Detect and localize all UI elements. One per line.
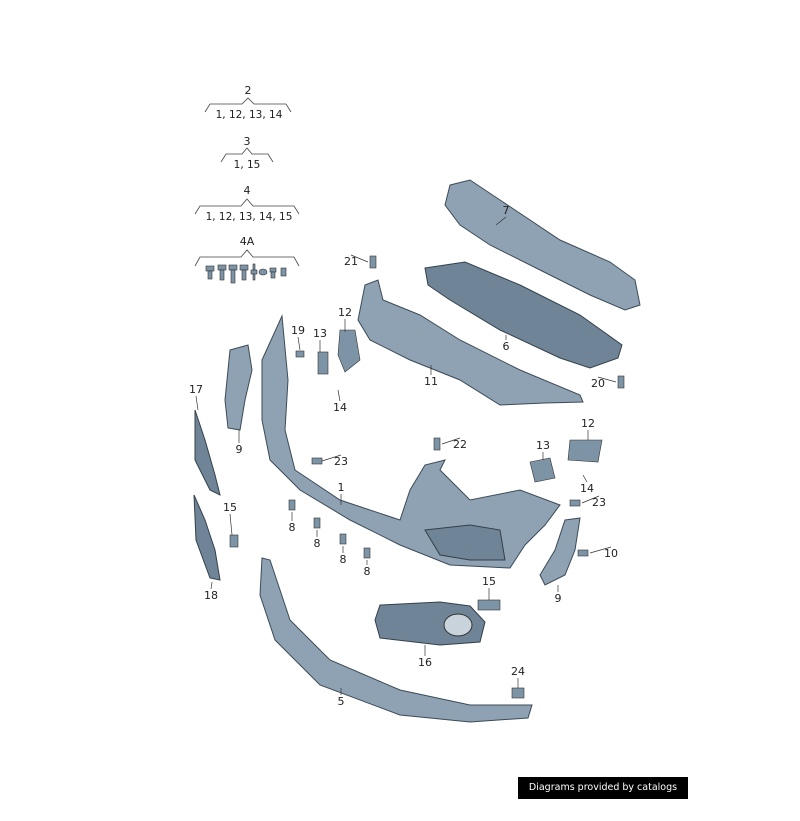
part-label-24: 24	[511, 665, 525, 678]
lower-undertray	[424, 261, 623, 369]
upper-guide-bracket	[357, 279, 584, 406]
part-label-9: 9	[555, 592, 562, 605]
part-label-8: 8	[340, 553, 347, 566]
part-label-14: 14	[333, 401, 347, 414]
leader-line	[297, 336, 301, 351]
leader-line	[589, 546, 612, 554]
legend-group-4a-label: 4A	[240, 235, 255, 248]
leader-line	[195, 395, 199, 411]
leader-line	[210, 581, 213, 590]
part-label-12: 12	[338, 306, 352, 319]
part-label-14: 14	[580, 482, 594, 495]
part-label-20: 20	[591, 377, 605, 390]
small-parts	[229, 255, 625, 699]
leader-line	[581, 495, 600, 504]
fastener-set-icon	[205, 263, 287, 284]
legend-group-4-label: 4	[244, 184, 251, 197]
part-label-8: 8	[289, 521, 296, 534]
part-label-8: 8	[364, 565, 371, 578]
legend-group-2-members: 1, 12, 13, 14	[216, 109, 283, 121]
grille-left-upper	[194, 409, 221, 496]
credit-banner: Diagrams provided by catalogs parts	[518, 777, 688, 815]
part-label-15: 15	[482, 575, 496, 588]
part-label-11: 11	[424, 375, 438, 388]
part-label-16: 16	[418, 656, 432, 669]
part-label-9: 9	[236, 443, 243, 456]
lower-spoiler	[259, 557, 533, 723]
part-label-5: 5	[338, 695, 345, 708]
part-label-19: 19	[291, 324, 305, 337]
part-label-8: 8	[314, 537, 321, 550]
leader-line	[350, 254, 369, 263]
part-label-12: 12	[581, 417, 595, 430]
legend-group-2-label: 2	[245, 84, 252, 97]
side-bracket-right	[539, 517, 581, 586]
side-bracket-left	[224, 344, 253, 431]
leader-line	[337, 389, 341, 402]
part-label-22: 22	[453, 438, 467, 451]
part-label-6: 6	[503, 340, 510, 353]
bumper-cover	[261, 314, 561, 569]
part-label-7: 7	[503, 204, 510, 217]
leader-line	[321, 454, 342, 462]
part-label-10: 10	[604, 547, 618, 560]
legend-group-4-members: 1, 12, 13, 14, 15	[206, 211, 293, 223]
part-label-15: 15	[223, 501, 237, 514]
grille-left-lower	[193, 494, 221, 581]
part-label-23: 23	[334, 455, 348, 468]
leader-line	[229, 513, 233, 536]
leader-line	[597, 376, 617, 383]
part-label-17: 17	[189, 383, 203, 396]
fog-light-grille	[374, 601, 486, 646]
part-label-23: 23	[592, 496, 606, 509]
part-label-13: 13	[313, 327, 327, 340]
parts-diagram: 2 1, 12, 13, 14 3 1, 15 4 1, 12, 13, 14,…	[189, 84, 641, 723]
part-label-18: 18	[204, 589, 218, 602]
legend: 2 1, 12, 13, 14 3 1, 15 4 1, 12, 13, 14,…	[194, 84, 300, 284]
part-label-21: 21	[344, 255, 358, 268]
part-label-13: 13	[536, 439, 550, 452]
legend-group-3-members: 1, 15	[234, 159, 261, 171]
bumper-impact-bar	[444, 179, 641, 311]
part-label-1: 1	[338, 481, 345, 494]
leader-line	[582, 474, 588, 483]
leader-line	[441, 437, 461, 445]
leader-line	[495, 216, 507, 226]
legend-group-3-label: 3	[244, 135, 251, 148]
